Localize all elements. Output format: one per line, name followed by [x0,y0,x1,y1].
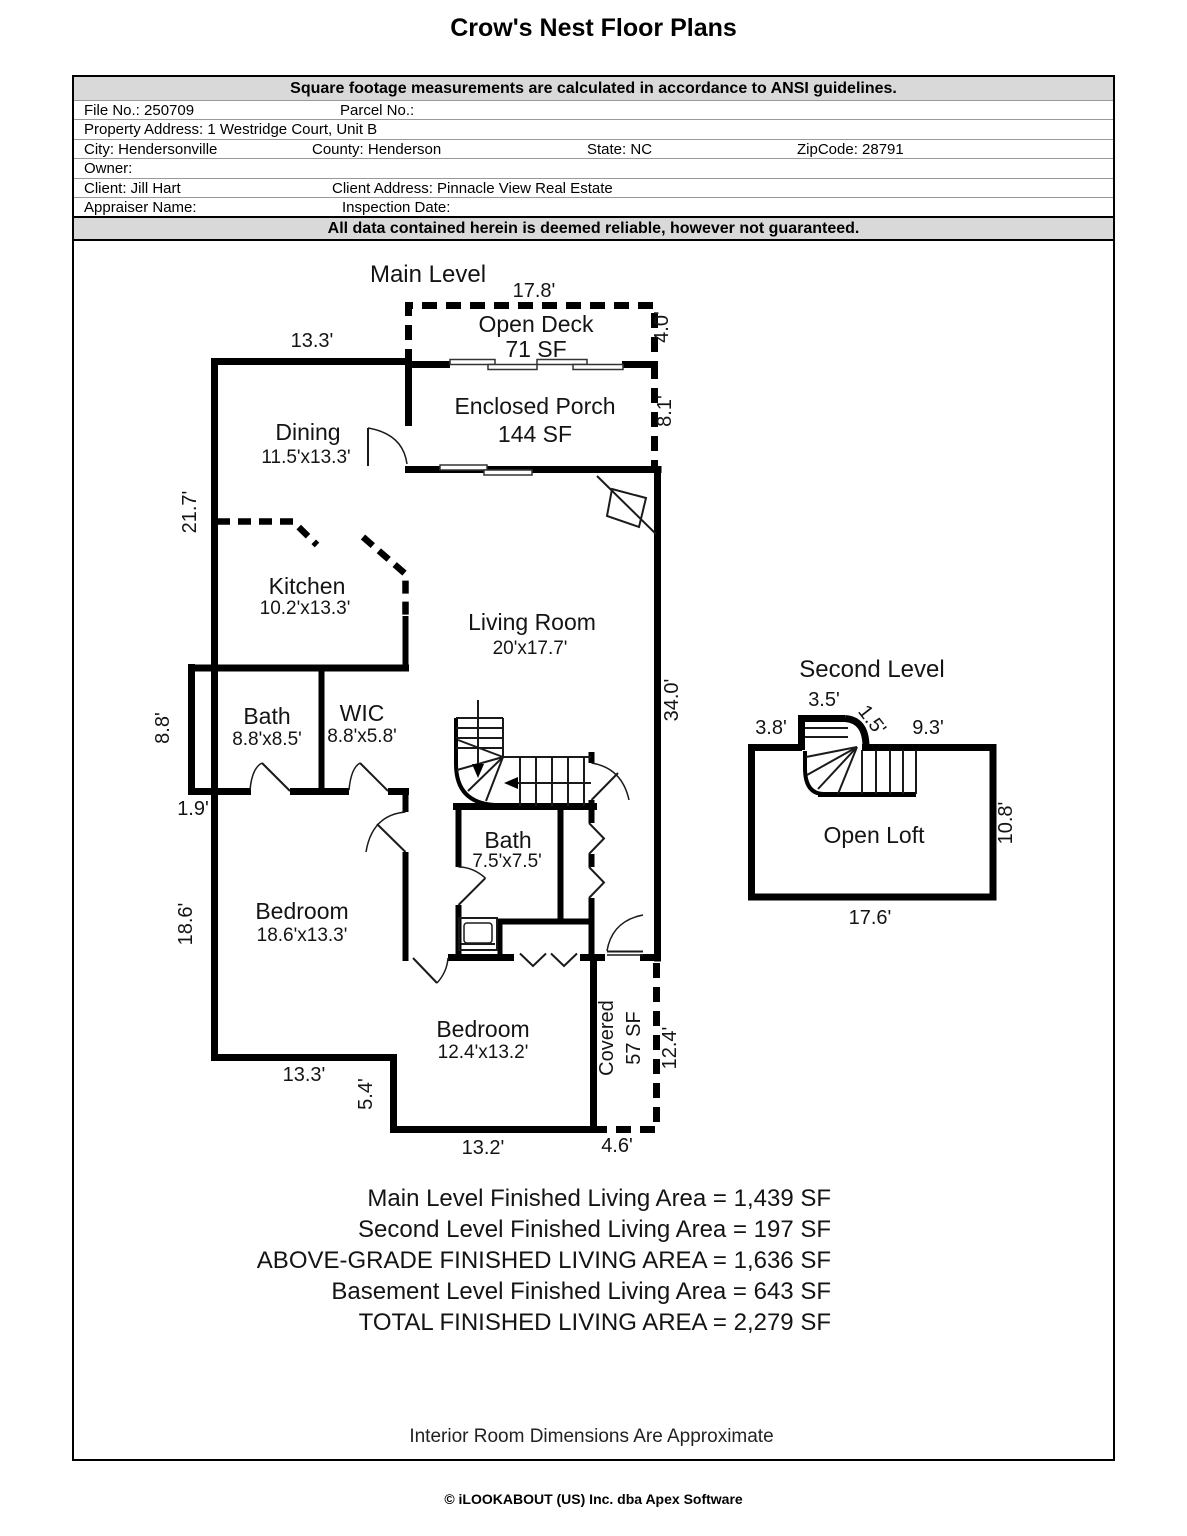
copyright-line: © iLOOKABOUT (US) Inc. dba Apex Software [444,1491,743,1507]
client-address-field: Client Address: Pinnacle View Real Estat… [332,180,613,197]
fireplace-symbol [596,475,657,535]
room-bedroom1: Bedroom [255,898,348,924]
dim-left-upper: 21.7' [179,491,201,534]
room-covered-size: 57 SF [623,1011,645,1064]
second-level-title: Second Level [799,656,944,683]
dim-loft-top-left: 3.8' [755,717,787,739]
dim-step: 5.4' [355,1078,377,1110]
dimensions-note: Interior Room Dimensions Are Approximate [409,1426,774,1447]
room-bath1: Bath [243,703,290,729]
room-living-size: 20'x17.7' [493,638,568,659]
dim-deck-depth: 4.0' [651,311,673,343]
dim-top-left-width: 13.3' [291,330,334,352]
main-level-title: Main Level [370,261,486,288]
room-enclosed-porch: Enclosed Porch [454,393,615,419]
inspection-date-field: Inspection Date: [342,199,451,216]
dim-bedroom1-width: 13.3' [283,1064,326,1086]
room-kitchen-size: 10.2'x13.3' [260,598,351,619]
room-living: Living Room [468,609,596,635]
parcel-no-field: Parcel No.: [340,102,415,119]
page-title: Crow's Nest Floor Plans [450,14,737,42]
owner-field: Owner: [84,160,133,177]
loft-stairs [803,727,917,797]
room-open-deck: Open Deck [478,311,594,337]
main-stairs [453,700,597,810]
room-bedroom2: Bedroom [436,1016,529,1042]
summary-basement: Basement Level Finished Living Area = 64… [331,1278,831,1305]
main-door-symbols [249,427,644,984]
summary-main-level: Main Level Finished Living Area = 1,439 … [367,1185,831,1212]
client-field: Client: Jill Hart [84,180,181,197]
state-field: State: NC [587,141,653,158]
room-wic-size: 8.8'x5.8' [327,726,397,747]
county-field: County: Henderson [312,141,442,158]
dim-loft-right: 10.8' [995,802,1017,845]
header-row-appraiser: Appraiser Name: Inspection Date: [74,197,1113,217]
room-bedroom1-size: 18.6'x13.3' [257,925,348,946]
dim-notch-top: 3.5' [808,689,840,711]
dim-bedroom2-width: 13.2' [462,1137,505,1159]
porch-window-symbols [439,358,624,476]
header-row-file: File No.: 250709 Parcel No.: [74,100,1113,120]
dim-porch-depth: 8.1' [654,395,676,427]
area-summary: Main Level Finished Living Area = 1,439 … [257,1183,831,1338]
header-row-city: City: Hendersonville County: Henderson S… [74,139,1113,159]
dim-deck-width: 17.8' [513,280,556,302]
dim-bath-block: 8.8' [152,712,174,744]
room-bath1-size: 8.8'x8.5' [232,729,302,750]
main-level-labels: Main Level Open Deck 71 SF Enclosed Porc… [232,261,645,1076]
summary-total: TOTAL FINISHED LIVING AREA = 2,279 SF [358,1309,831,1336]
room-wic: WIC [340,700,385,726]
dim-loft-corner: 1.5' [853,701,890,739]
header-row-client: Client: Jill Hart Client Address: Pinnac… [74,178,1113,198]
dim-loft-bottom: 17.6' [849,907,892,929]
room-kitchen: Kitchen [269,573,346,599]
dim-covered-depth: 12.4' [659,1027,681,1070]
room-dining-size: 11.5'x13.3' [261,447,350,468]
room-enclosed-porch-size: 144 SF [498,421,572,447]
city-field: City: Hendersonville [84,141,218,158]
main-level-dimensions: 17.8' 4.0' 13.3' 8.1' 21.7' 34.0' 8.8' 1… [152,280,683,1159]
room-bedroom2-size: 12.4'x13.2' [438,1042,529,1063]
ansi-banner: Square footage measurements are calculat… [74,77,1113,101]
room-bath2: Bath [484,827,531,853]
document-box: Square footage measurements are calculat… [72,75,1115,1461]
dim-bedroom1-height: 18.6' [175,903,197,946]
bedroom-window-symbols [514,950,580,968]
appraiser-name-field: Appraiser Name: [84,199,197,216]
zipcode-field: ZipCode: 28791 [797,141,904,158]
room-open-deck-size: 71 SF [505,336,566,362]
second-level-walls [748,715,997,901]
summary-second-level: Second Level Finished Living Area = 197 … [358,1216,831,1243]
dim-loft-top-right: 9.3' [912,717,944,739]
summary-above-grade: ABOVE-GRADE FINISHED LIVING AREA = 1,636… [256,1247,831,1274]
dim-covered-width: 4.6' [601,1135,633,1157]
room-bath2-size: 7.5'x7.5' [472,851,542,872]
room-open-loft: Open Loft [823,822,925,848]
room-covered: Covered [596,1000,618,1076]
property-address-field: Property Address: 1 Westridge Court, Uni… [84,121,378,138]
sink-symbol [458,917,498,951]
disclaimer-bar: All data contained herein is deemed reli… [74,216,1113,241]
header-row-address: Property Address: 1 Westridge Court, Uni… [74,119,1113,139]
room-dining: Dining [275,419,340,445]
dim-right-height: 34.0' [661,679,683,722]
header-row-owner: Owner: [74,158,1113,178]
dim-hall-step: 1.9' [177,798,209,820]
file-no-field: File No.: 250709 [84,102,195,119]
